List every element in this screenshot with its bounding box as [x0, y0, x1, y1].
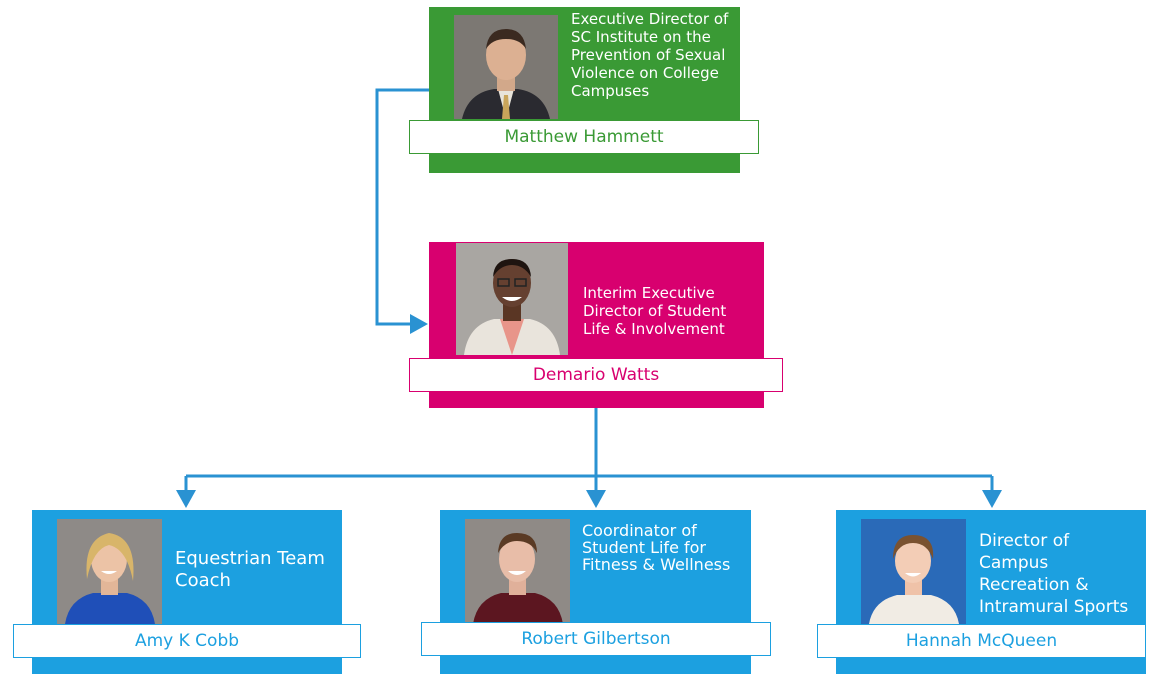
exec-name: Matthew Hammett — [504, 127, 664, 147]
arrow-staff1-icon — [176, 490, 196, 508]
staff-name-3: Hannah McQueen — [905, 631, 1058, 651]
staff-photo-2 — [465, 519, 570, 624]
staff-photo-1 — [57, 519, 162, 624]
interim-name-box[interactable]: Demario Watts — [409, 358, 783, 392]
staff-title-1: Equestrian Team Coach — [175, 548, 325, 591]
staff-name-box-2[interactable]: Robert Gilbertson — [421, 622, 771, 656]
staff-name-2: Robert Gilbertson — [521, 629, 671, 649]
staff-name-box-1[interactable]: Amy K Cobb — [13, 624, 361, 658]
staff-name-box-3[interactable]: Hannah McQueen — [817, 624, 1146, 658]
staff-photo-3 — [861, 519, 966, 624]
interim-name: Demario Watts — [532, 365, 660, 385]
interim-title: Interim Executive Director of Student Li… — [583, 284, 727, 338]
arrow-interim-icon — [410, 314, 428, 334]
exec-photo — [454, 15, 558, 119]
exec-to-interim-connector — [375, 88, 430, 326]
interim-photo — [456, 243, 568, 355]
staff-name-1: Amy K Cobb — [134, 631, 240, 651]
arrow-staff2-icon — [586, 490, 606, 508]
staff-title-2: Coordinator of Student Life for Fitness … — [582, 521, 731, 574]
arrow-staff3-icon — [982, 490, 1002, 508]
staff-title-3: Director of Campus Recreation & Intramur… — [979, 531, 1129, 617]
exec-name-box[interactable]: Matthew Hammett — [409, 120, 759, 154]
exec-title: Executive Director of SC Institute on th… — [571, 10, 729, 100]
